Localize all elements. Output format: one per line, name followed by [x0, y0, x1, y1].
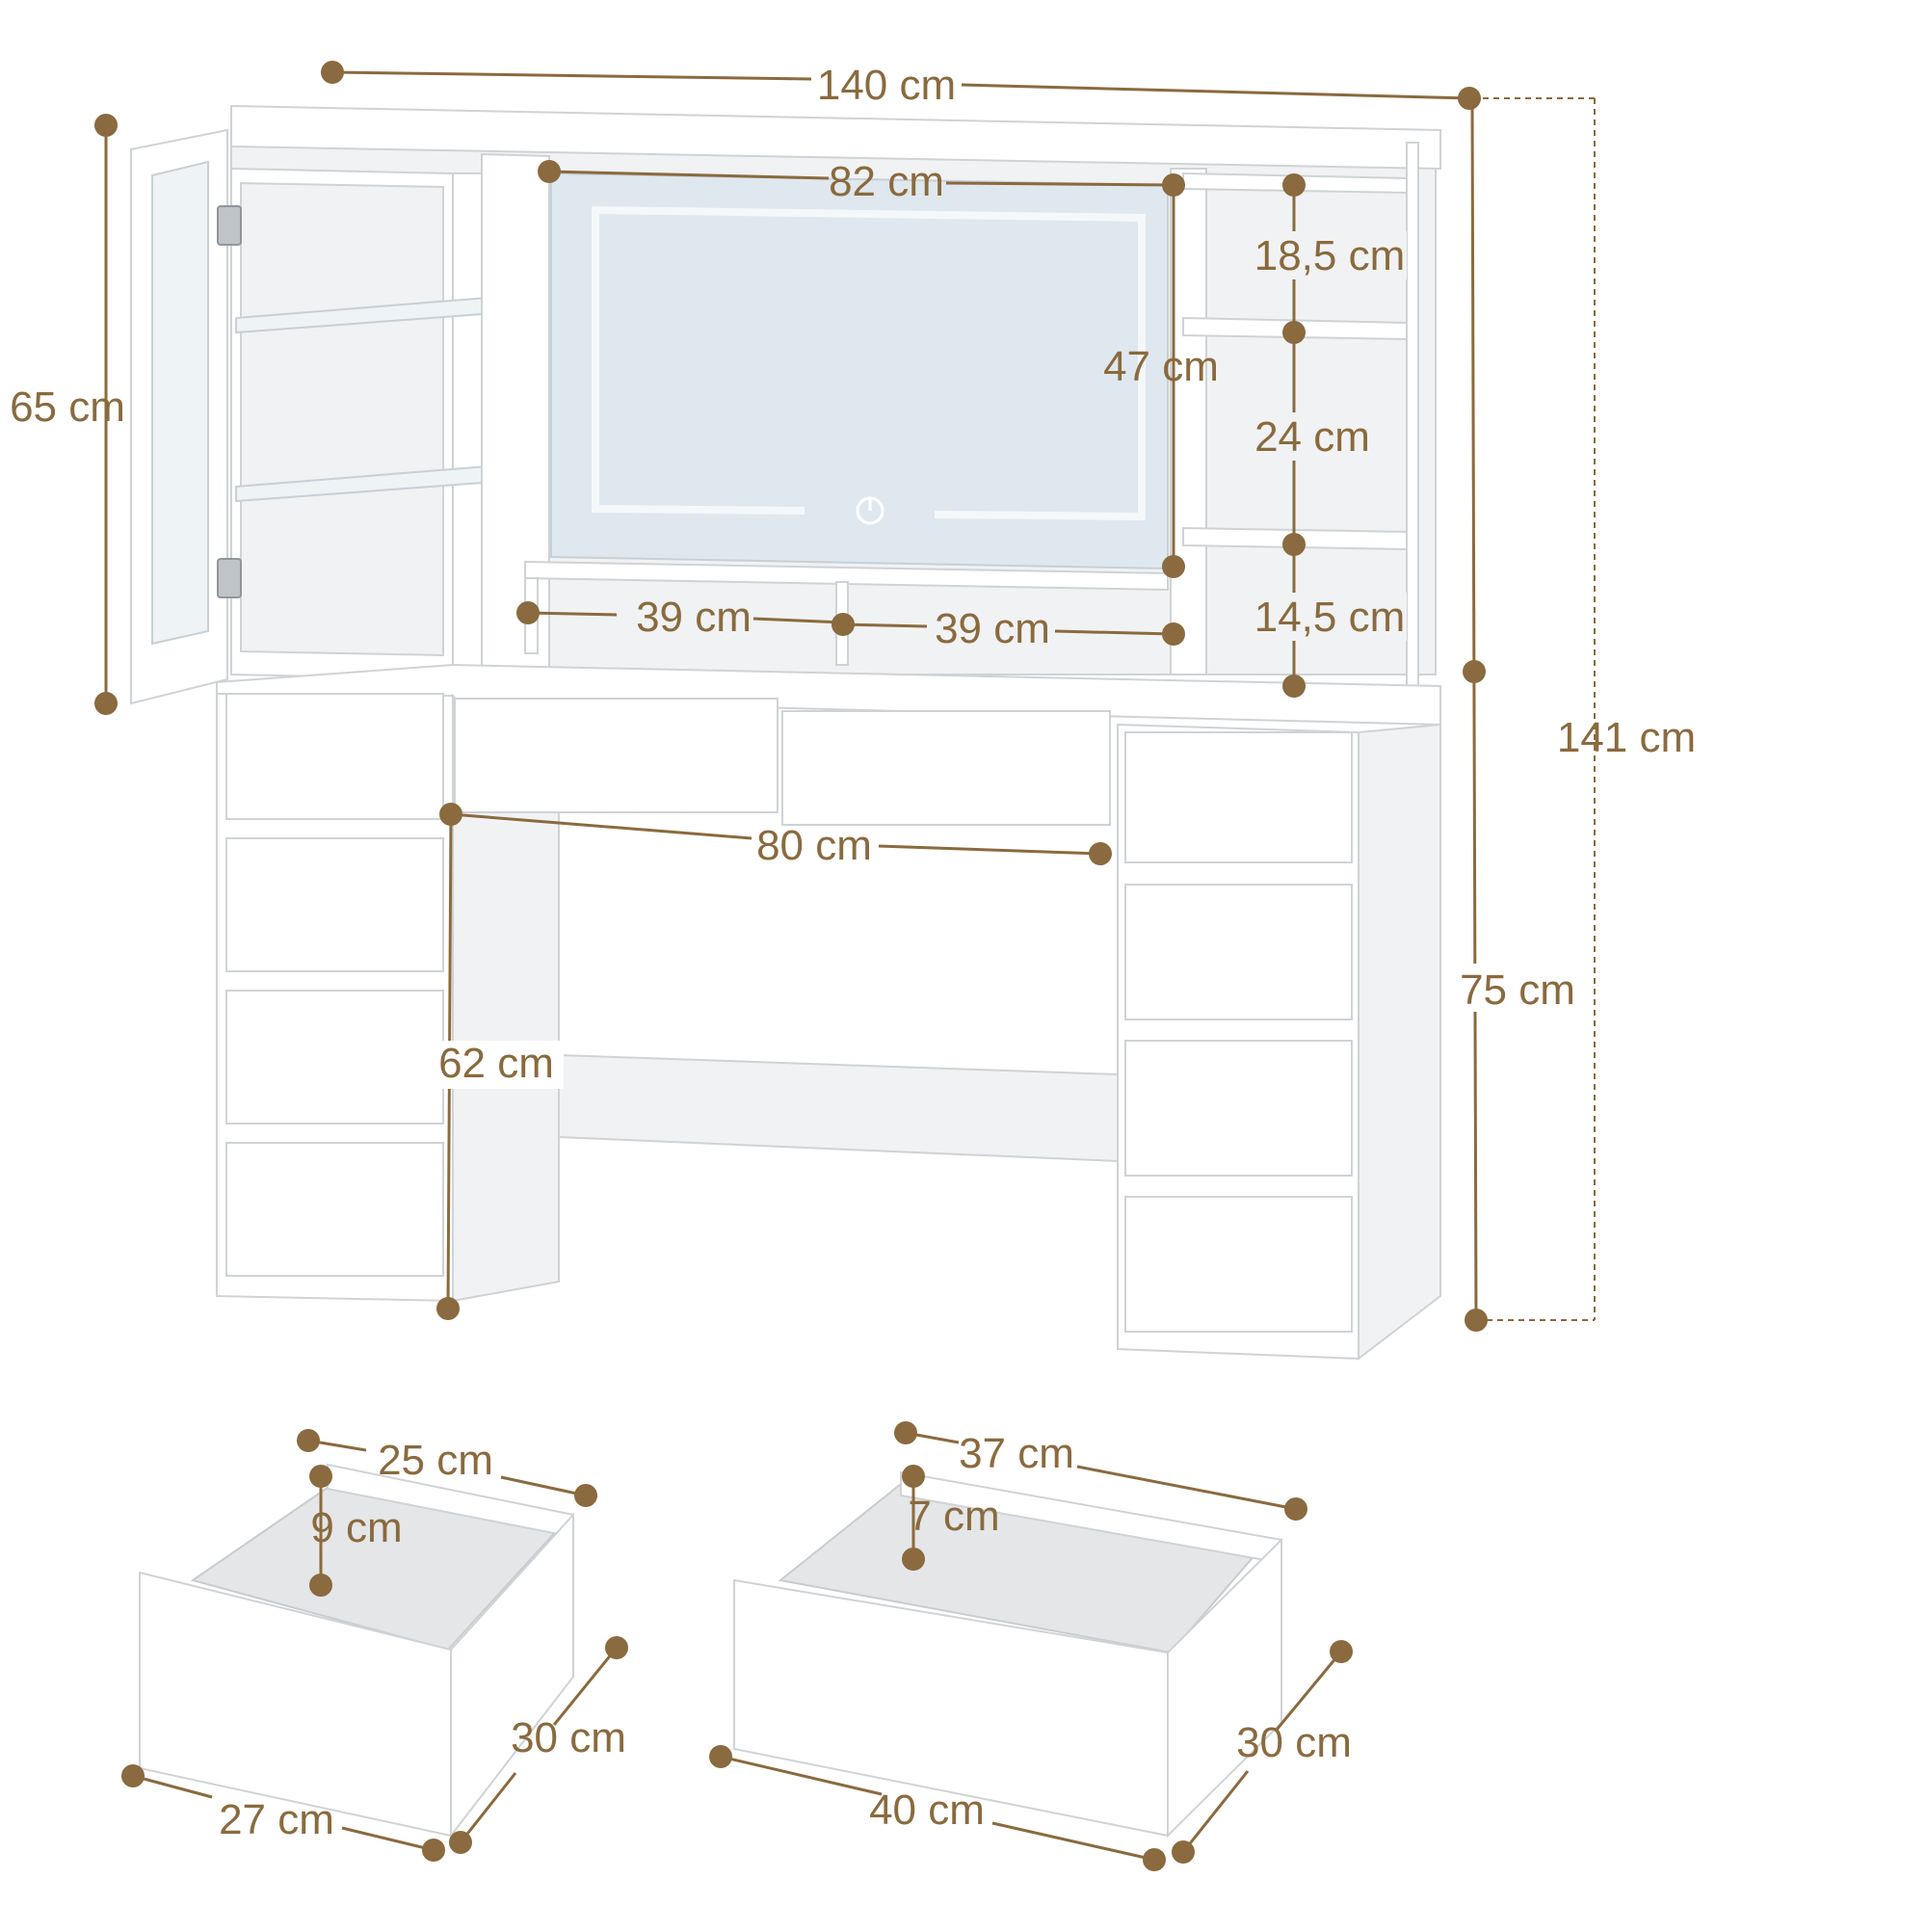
small-drawer-width-label: 27 cm: [219, 1796, 334, 1843]
large-drawer-height-label: 7 cm: [908, 1493, 999, 1540]
right-drawer-4[interactable]: [1124, 1196, 1353, 1333]
small-drawer-height-label: 9 cm: [310, 1504, 402, 1551]
knee-width-label: 80 cm: [756, 822, 872, 869]
hutch: [130, 104, 1441, 705]
left-drawer-stack: [225, 693, 444, 1277]
door-glass: [151, 160, 209, 646]
left-cabinet-interior: [240, 181, 444, 657]
right-drawer-2[interactable]: [1124, 884, 1353, 1020]
large-drawer-width-label: 40 cm: [869, 1786, 985, 1834]
power-touch-icon[interactable]: [856, 496, 884, 525]
left-cabinet-side: [452, 172, 483, 680]
desk-height-label: 75 cm: [1460, 966, 1575, 1014]
shelf-middle-label: 24 cm: [1254, 413, 1370, 461]
right-drawer-stack: [1124, 731, 1353, 1333]
large-drawer-depth-label: 37 cm: [959, 1430, 1074, 1477]
small-drawer-length-label: 30 cm: [511, 1714, 626, 1761]
knee-height-label: 62 cm: [438, 1040, 554, 1087]
led-mirror: [550, 172, 1169, 570]
mirror-shelf-top: [524, 560, 1169, 592]
right-drawer-3[interactable]: [1124, 1040, 1353, 1177]
left-drawer-4[interactable]: [225, 1142, 444, 1277]
left-drawer-1[interactable]: [225, 693, 444, 820]
center-left-divider: [481, 152, 550, 680]
compartment-left-label: 39 cm: [636, 594, 752, 641]
dimension-mirror-height: 47 cm: [1103, 185, 1219, 578]
center-drawer-right[interactable]: [781, 710, 1111, 826]
large-drawer-length-label: 30 cm: [1236, 1719, 1352, 1766]
large-drawer: 37 cm 7 cm 30 cm 40 cm: [709, 1421, 1353, 1871]
dimension-compartments: 39 cm 39 cm: [516, 594, 1185, 652]
modesty-panel: [558, 1053, 1119, 1163]
dimension-knee-height: 62 cm: [436, 813, 564, 1320]
total-width-label: 140 cm: [817, 62, 956, 109]
dimension-knee-width: 80 cm: [439, 803, 1112, 869]
hutch-top-rim: [230, 104, 1441, 171]
right-side-panel: [1406, 142, 1419, 687]
small-drawer: 25 cm 9 cm 30 cm 27 cm: [121, 1429, 628, 1862]
desk: [216, 663, 1441, 1362]
hutch-height-label: 65 cm: [10, 384, 125, 431]
dimension-total-height: 141 cm: [1463, 97, 1696, 1332]
left-glass-door[interactable]: [130, 128, 228, 705]
right-drawer-1[interactable]: [1124, 731, 1353, 863]
hinge-icon: [217, 205, 242, 598]
mirror-led-strip: [592, 205, 1146, 521]
compartment-right-label: 39 cm: [935, 605, 1050, 652]
center-right-divider: [1170, 168, 1207, 675]
large-drawer-front[interactable]: [733, 1578, 1169, 1838]
right-pedestal-side: [1358, 723, 1441, 1362]
mirror-height-label: 47 cm: [1103, 343, 1219, 390]
shelf-top-label: 18,5 cm: [1254, 232, 1406, 279]
dimension-total-width: 140 cm: [321, 61, 1481, 110]
dimension-mirror-width: 82 cm: [538, 158, 1185, 205]
total-height-label: 141 cm: [1557, 714, 1696, 761]
left-drawer-3[interactable]: [225, 990, 444, 1125]
desktop-surface: [216, 663, 1441, 727]
dimension-right-shelves: 18,5 cm 24 cm 14,5 cm: [1243, 173, 1407, 698]
dimension-desk-height: 75 cm: [1450, 964, 1575, 1014]
dimension-hutch-height: 65 cm: [10, 114, 125, 715]
left-drawer-2[interactable]: [225, 837, 444, 972]
small-drawer-front[interactable]: [139, 1571, 452, 1838]
center-drawer-left[interactable]: [454, 698, 779, 813]
shelf-bottom-label: 14,5 cm: [1254, 594, 1406, 641]
small-drawer-depth-label: 25 cm: [378, 1437, 493, 1484]
mirror-width-label: 82 cm: [829, 158, 944, 205]
